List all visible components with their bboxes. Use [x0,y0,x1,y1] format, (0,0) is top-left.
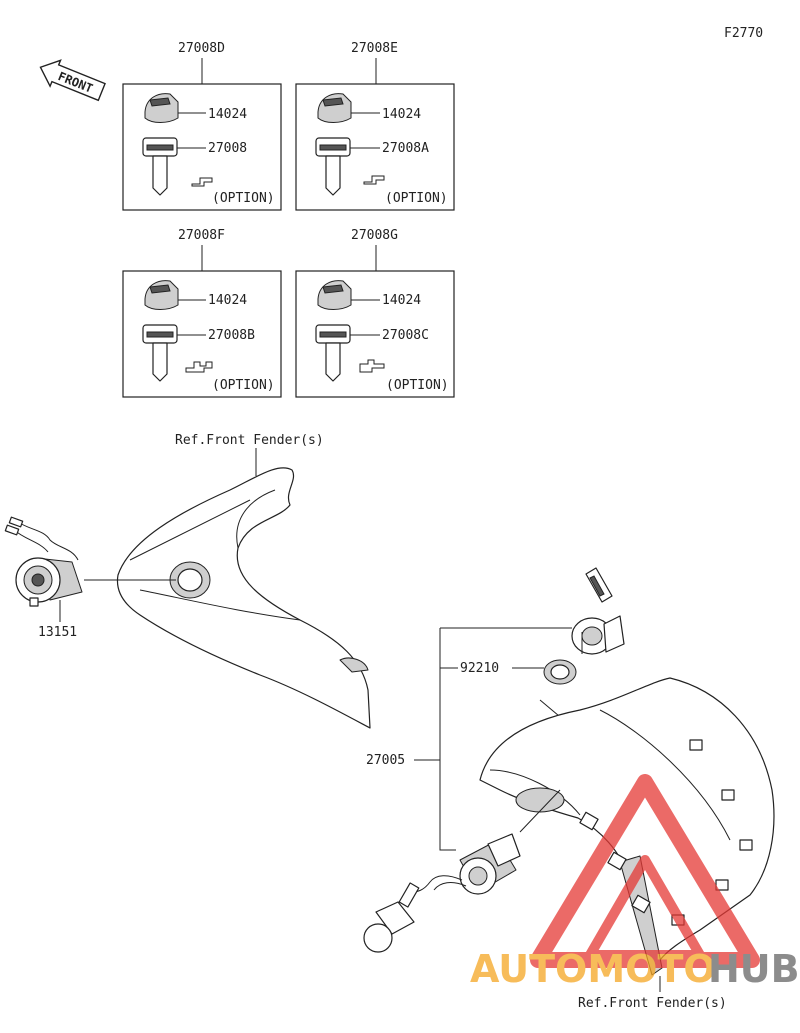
nut-92210 [543,659,577,685]
option-label: (OPTION) [212,378,275,393]
key-blank-icon [359,359,385,373]
diagram-code: F2770 [724,26,763,41]
front-fender-left [116,467,371,729]
ignition-switch-part-number: 27005 [366,753,405,768]
watermark-text-hub: HUB [708,947,800,991]
key-cap-icon [317,280,352,310]
kit-box-27008d: 27008D 14024 27008 (OPTION) [122,41,282,211]
key-icon [315,137,351,196]
key-icon [142,137,178,196]
socket-part-number: 13151 [38,625,77,640]
ref-front-fender-bottom-label: Ref.Front Fender(s) [578,996,727,1011]
option-label: (OPTION) [386,378,449,393]
key-part-number: 27008 [208,141,247,156]
automotohub-watermark: AUTOMOTO HUB [470,774,800,991]
socket-13151 [4,516,83,607]
ignition-switch-body [459,833,521,895]
front-arrow-icon: FRONT [39,59,106,102]
cap-part-number: 14024 [208,293,247,308]
option-label: (OPTION) [212,191,275,206]
key-icon [142,324,178,382]
key-icon [315,324,351,382]
key-part-number: 27008B [208,328,255,343]
nut-part-number: 92210 [460,661,499,676]
cap-part-number: 14024 [208,107,247,122]
kit-title: 27008F [178,228,225,243]
key-cap-icon [144,280,179,310]
cap-part-number: 14024 [382,293,421,308]
kit-box-27008f: 27008F 14024 27008B (OPTION) [122,228,282,398]
cap-part-number: 14024 [382,107,421,122]
key-part-number: 27008A [382,141,429,156]
ref-front-fender-top-label: Ref.Front Fender(s) [175,433,324,448]
ignition-connector [363,875,467,953]
key-cap-icon [317,93,352,123]
kit-box-27008g: 27008G 14024 27008C (OPTION) [295,228,455,398]
key-part-number: 27008C [382,328,429,343]
kit-title: 27008G [351,228,398,243]
key-blank-icon [191,177,213,187]
kit-title: 27008D [178,41,225,56]
kit-box-27008e: 27008E 14024 27008A (OPTION) [295,41,455,211]
ignition-key-icon [571,567,625,655]
key-blank-icon [185,361,213,373]
kit-title: 27008E [351,41,398,56]
option-label: (OPTION) [385,191,448,206]
key-cap-icon [144,93,179,123]
key-blank-icon [363,175,385,185]
watermark-text-automoto: AUTOMOTO [470,947,716,991]
